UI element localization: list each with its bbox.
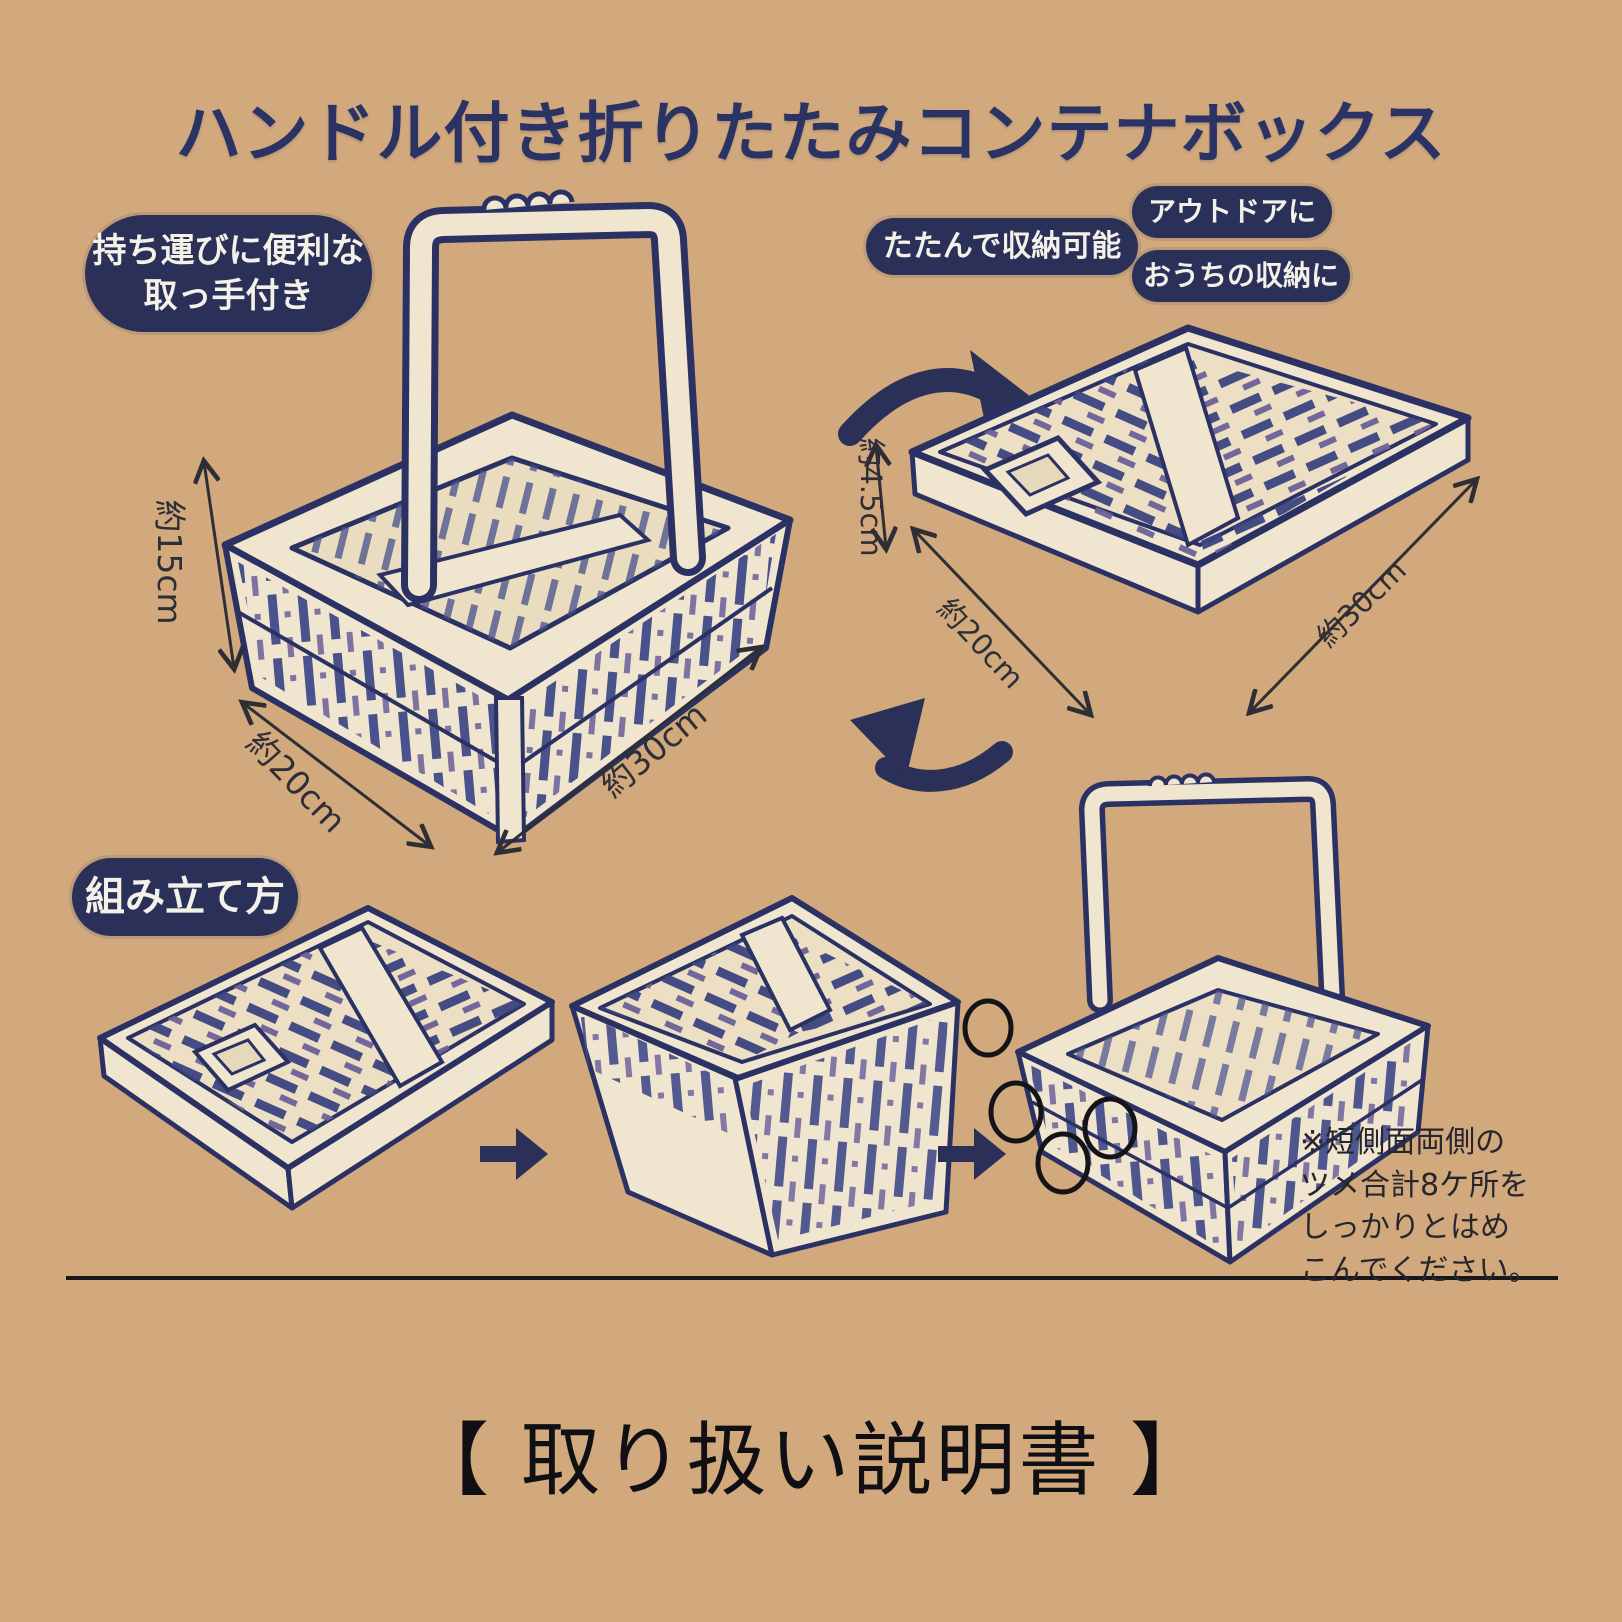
- callout-handle-line2: 取っ手付き: [143, 275, 314, 316]
- step-arrow-1-icon: [480, 1128, 548, 1180]
- tab-highlight-circles: [962, 998, 1138, 1195]
- assembly-note: ※短側面両側の ツメ合計8ケ所を しっかりとはめ こんでください。: [1300, 1122, 1539, 1292]
- folded-height-dimension-label: 約4.5cm: [854, 437, 888, 557]
- unfold-arrow-icon: [850, 698, 1013, 792]
- assembly-step-3-illustration: [962, 772, 1431, 1265]
- open-height-dimension-label: 約15cm: [150, 499, 189, 625]
- step-arrow-2-icon: [938, 1128, 1006, 1180]
- assembly-note-line1: ※短側面両側の: [1300, 1125, 1506, 1160]
- assembly-step-2-illustration: [569, 895, 961, 1258]
- page-title: ハンドル付き折りたたみコンテナボックス: [175, 95, 1447, 172]
- callout-home-storage: おうちの収納に: [1132, 250, 1350, 302]
- assembly-note-line3: しっかりとはめ: [1300, 1210, 1510, 1246]
- callout-foldable: たたんで収納可能: [866, 218, 1138, 275]
- assembly-step-1-illustration: [97, 905, 555, 1211]
- callout-outdoor: アウトドアに: [1132, 186, 1332, 238]
- callout-handle-line1: 持ち運びに便利な: [92, 231, 365, 272]
- callout-handle-feature: 持ち運びに便利な 取っ手付き: [85, 215, 372, 332]
- document-type-label: 【 取り扱い説明書 】: [409, 1414, 1213, 1507]
- open-basket-dimension-lines: [204, 462, 760, 852]
- assembly-section-label: 組み立て方: [72, 858, 298, 936]
- folded-basket-dimension-lines: [876, 446, 1476, 714]
- assembly-note-line4: こんでください。: [1300, 1252, 1539, 1288]
- assembly-note-line2: ツメ合計8ケ所を: [1300, 1167, 1530, 1203]
